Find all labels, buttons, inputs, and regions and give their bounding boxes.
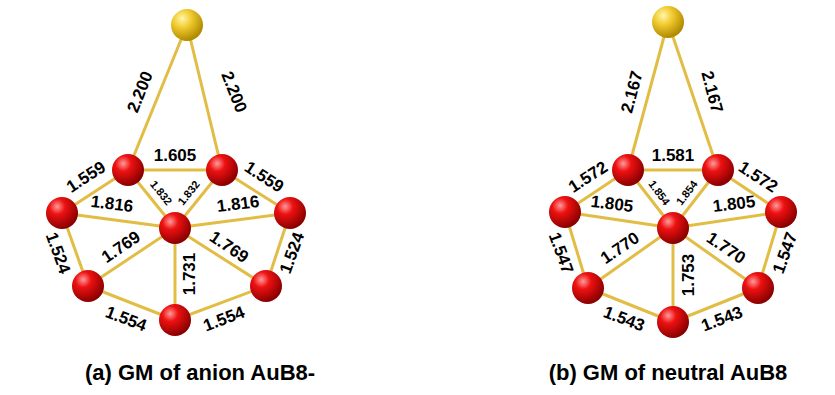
bond-length: 1.770 (704, 229, 749, 267)
bond-length: 1.572 (736, 158, 781, 195)
boron-atom (612, 154, 644, 186)
boron-atom (112, 154, 144, 186)
gold-atom (171, 9, 203, 41)
boron-atom (72, 270, 104, 302)
boron-atom (159, 212, 191, 244)
bond-length: 2.200 (218, 69, 250, 115)
boron-atom (274, 197, 306, 229)
bond-length: 2.200 (124, 69, 156, 115)
bond-length: 1.832 (176, 179, 202, 207)
boron-atom (206, 154, 238, 186)
boron-atom (702, 154, 734, 186)
molecule-structure (549, 6, 797, 338)
gold-atom (652, 6, 684, 38)
boron-atom (250, 270, 282, 302)
bond-length: 1.832 (148, 179, 174, 207)
bond-length: 1.524 (43, 230, 74, 276)
bond-length: 1.572 (566, 158, 611, 195)
bond-length: 1.854 (646, 179, 671, 208)
bond-length: 1.854 (674, 179, 699, 208)
bond-length: 1.805 (712, 193, 756, 215)
bond-length: 1.559 (242, 158, 287, 195)
bond-length: 1.769 (99, 228, 144, 266)
molecule-structure (46, 9, 306, 336)
bond-length: 1.805 (590, 193, 634, 215)
bond-length: 1.753 (680, 254, 697, 297)
figure-caption: (a) GM of anion AuB8- (85, 362, 315, 384)
bond-length: 1.769 (207, 228, 252, 266)
boron-atom (657, 212, 689, 244)
boron-atom (46, 197, 78, 229)
bond-length: 1.559 (64, 158, 109, 195)
bond-length: 1.816 (90, 193, 134, 215)
bond-length: 1.581 (652, 147, 695, 164)
bond-length: 1.770 (598, 229, 643, 267)
bond-line (175, 213, 290, 228)
boron-atom (742, 272, 774, 304)
bond-length: 2.167 (618, 69, 645, 114)
bond-length: 1.731 (181, 253, 198, 296)
bond-line (565, 212, 673, 228)
boron-atom (572, 272, 604, 304)
bond-length: 1.605 (154, 147, 197, 164)
boron-atom (549, 196, 581, 228)
figure-caption: (b) GM of neutral AuB8 (549, 362, 788, 384)
bond-length: 1.816 (216, 193, 260, 215)
bond-line (62, 213, 175, 228)
boron-atom (159, 304, 191, 336)
bond-line (673, 212, 781, 228)
boron-atom (765, 196, 797, 228)
boron-atom (657, 306, 689, 338)
bond-length: 2.167 (698, 69, 725, 114)
